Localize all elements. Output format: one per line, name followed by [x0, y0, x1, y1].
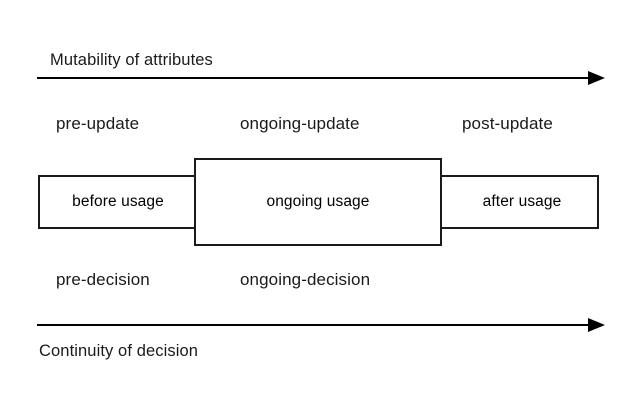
phase-label-ongoing-update: ongoing-update	[240, 114, 360, 133]
usage-band-center-box: ongoing usage	[194, 158, 442, 246]
top-axis-arrow	[37, 71, 605, 85]
usage-cell-after-label: after usage	[482, 193, 562, 210]
usage-cell-before-label: before usage	[72, 193, 164, 210]
phase-label-pre-update: pre-update	[56, 114, 140, 133]
phase-label-post-update: post-update	[462, 114, 553, 133]
phase-label-ongoing-decision: ongoing-decision	[240, 270, 371, 289]
bottom-axis-arrow	[37, 318, 605, 332]
usage-cell-ongoing: ongoing usage	[196, 160, 440, 244]
bottom-axis-arrow-head	[588, 318, 605, 332]
bottom-axis-arrow-shaft	[37, 324, 588, 326]
top-axis-arrow-shaft	[37, 77, 588, 79]
top-axis-caption: Mutability of attributes	[50, 51, 213, 69]
usage-cell-after: after usage	[443, 177, 601, 227]
phase-label-pre-decision: pre-decision	[56, 270, 150, 289]
top-axis-arrow-head	[588, 71, 605, 85]
bottom-axis-caption: Continuity of decision	[39, 342, 199, 360]
usage-cell-ongoing-label: ongoing usage	[266, 193, 370, 210]
usage-cell-before: before usage	[40, 177, 196, 227]
